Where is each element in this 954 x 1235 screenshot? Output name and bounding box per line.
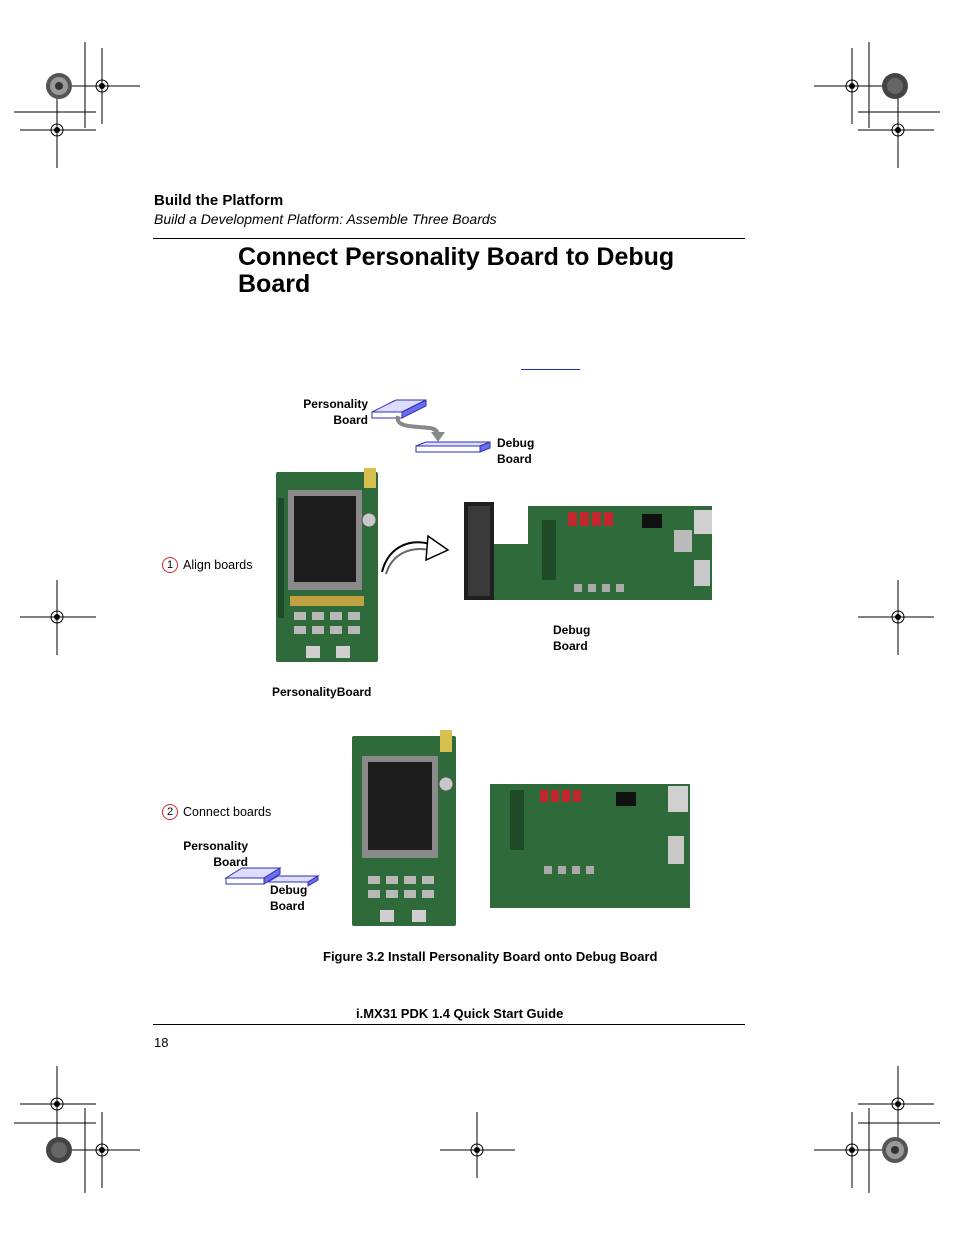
- page-heading-line-1: Connect Personality Board to Debug: [238, 243, 675, 271]
- stack-bottom-label-line-2: Board: [497, 452, 532, 466]
- debug-board-label: Debug Board: [553, 622, 590, 654]
- stack2-top-label-line-2: Board: [213, 855, 248, 869]
- step-1-text: Align boards: [183, 558, 253, 572]
- step-1: 1 Align boards: [162, 557, 253, 573]
- stack2-top-label: Personality Board: [170, 838, 248, 870]
- stack2-bottom-label: Debug Board: [270, 882, 307, 914]
- page-number: 18: [154, 1035, 169, 1050]
- stack2-bottom-label-line-1: Debug: [270, 883, 308, 897]
- stack-top-label-line-1: Personality: [303, 397, 368, 411]
- footer-divider: [153, 1024, 745, 1025]
- connected-boards-image: [352, 730, 690, 926]
- stack2-bottom-label-line-2: Board: [270, 899, 305, 913]
- footer-title: i.MX31 PDK 1.4 Quick Start Guide: [356, 1006, 564, 1021]
- stack-top-label-line-2: Board: [333, 413, 368, 427]
- section-title: Build the Platform: [154, 192, 284, 209]
- debug-board-label-line-1: Debug: [553, 623, 591, 637]
- board-stack-diagram: [371, 399, 491, 453]
- step-1-number: 1: [162, 557, 178, 573]
- stack-bottom-label-line-1: Debug: [497, 436, 535, 450]
- stack-bottom-label: Debug Board: [497, 435, 534, 467]
- step-2: 2 Connect boards: [162, 804, 271, 820]
- personality-board-label: PersonalityBoard: [272, 685, 372, 699]
- section-subtitle: Build a Development Platform: Assemble T…: [154, 211, 497, 227]
- page-heading: Connect Personality Board to Debug Board: [238, 244, 738, 298]
- stack-top-label: Personality Board: [290, 396, 368, 428]
- debug-board-image: [464, 502, 712, 600]
- figure-caption: Figure 3.2 Install Personality Board ont…: [323, 949, 658, 964]
- page-heading-line-2: Board: [238, 270, 311, 298]
- step-2-number: 2: [162, 804, 178, 820]
- connected-stack-diagram: [224, 867, 320, 887]
- cross-reference-link[interactable]: [521, 369, 580, 370]
- align-arrow-icon: [381, 534, 450, 575]
- header-divider: [153, 238, 745, 239]
- stack2-top-label-line-1: Personality: [183, 839, 248, 853]
- debug-board-label-line-2: Board: [553, 639, 588, 653]
- personality-board-image: [276, 468, 378, 662]
- step-2-text: Connect boards: [183, 805, 272, 819]
